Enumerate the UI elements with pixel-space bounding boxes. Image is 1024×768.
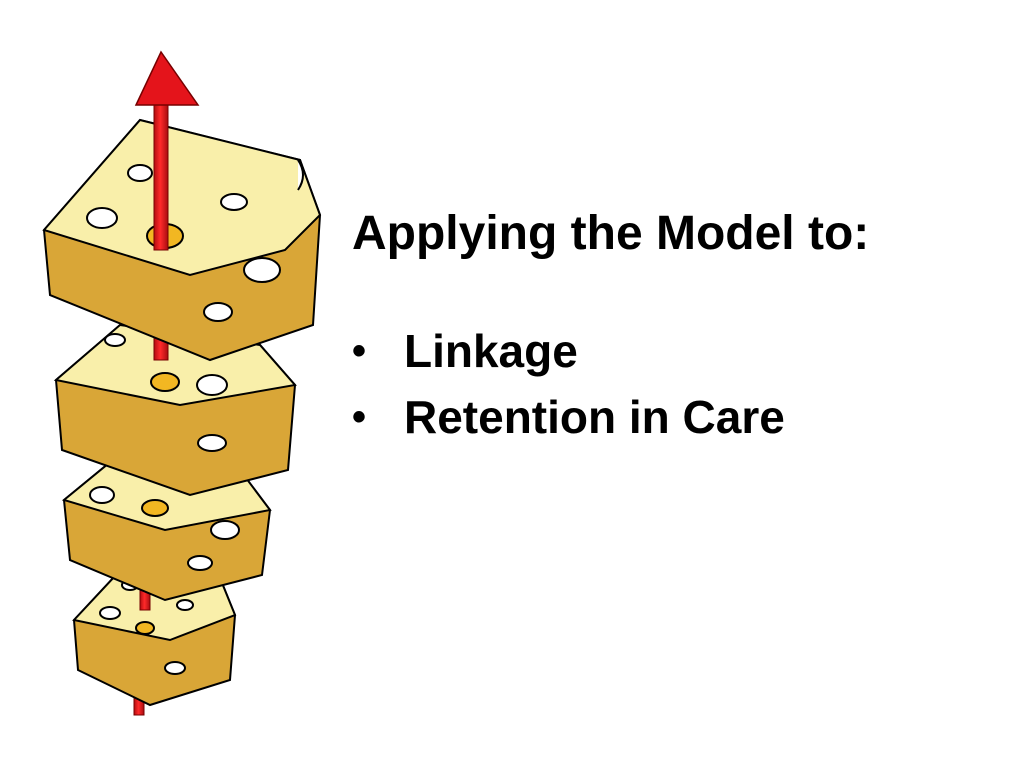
bullet-item-retention: • Retention in Care — [352, 384, 785, 450]
bullet-marker: • — [352, 328, 367, 373]
arrow-head — [134, 50, 200, 106]
bullet-marker: • — [352, 394, 367, 439]
bullet-item-linkage: • Linkage — [352, 318, 785, 384]
arrow-shaft-front — [153, 99, 169, 251]
bullet-list: • Linkage • Retention in Care — [352, 318, 785, 450]
swiss-cheese-model-icon — [42, 50, 322, 716]
cheese-slice-1 — [42, 118, 322, 362]
bullet-label: Linkage — [404, 325, 578, 377]
bullet-label: Retention in Care — [404, 391, 785, 443]
cheese-slice-2 — [53, 323, 297, 497]
slide-title: Applying the Model to: — [352, 207, 870, 260]
